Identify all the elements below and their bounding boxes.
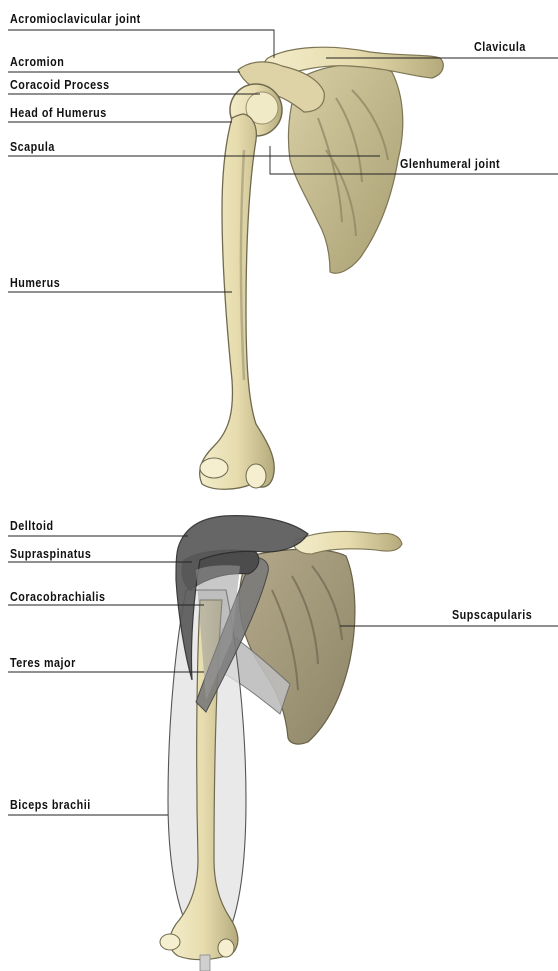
label-clavicula: Clavicula xyxy=(474,40,526,54)
label-coracoid-process: Coracoid Process xyxy=(10,78,110,92)
label-biceps-brachii: Biceps brachii xyxy=(10,798,91,812)
bottom-skeleton xyxy=(160,516,402,971)
label-head-of-humerus: Head of Humerus xyxy=(10,106,107,120)
label-acromioclavicular-joint: Acromioclavicular joint xyxy=(10,12,141,26)
label-subscapularis: Supscapularis xyxy=(452,608,532,622)
label-teres-major: Teres major xyxy=(10,656,76,670)
label-scapula: Scapula xyxy=(10,140,55,154)
label-coracobrachialis: Coracobrachialis xyxy=(10,590,105,604)
top-skeleton xyxy=(200,47,444,489)
label-supraspinatus: Supraspinatus xyxy=(10,547,91,561)
label-deltoid: Delltoid xyxy=(10,519,54,533)
humerus-shape xyxy=(200,114,275,489)
label-glenohumeral-joint: Glenhumeral joint xyxy=(400,157,500,171)
label-acromion: Acromion xyxy=(10,55,64,69)
label-humerus: Humerus xyxy=(10,276,60,290)
